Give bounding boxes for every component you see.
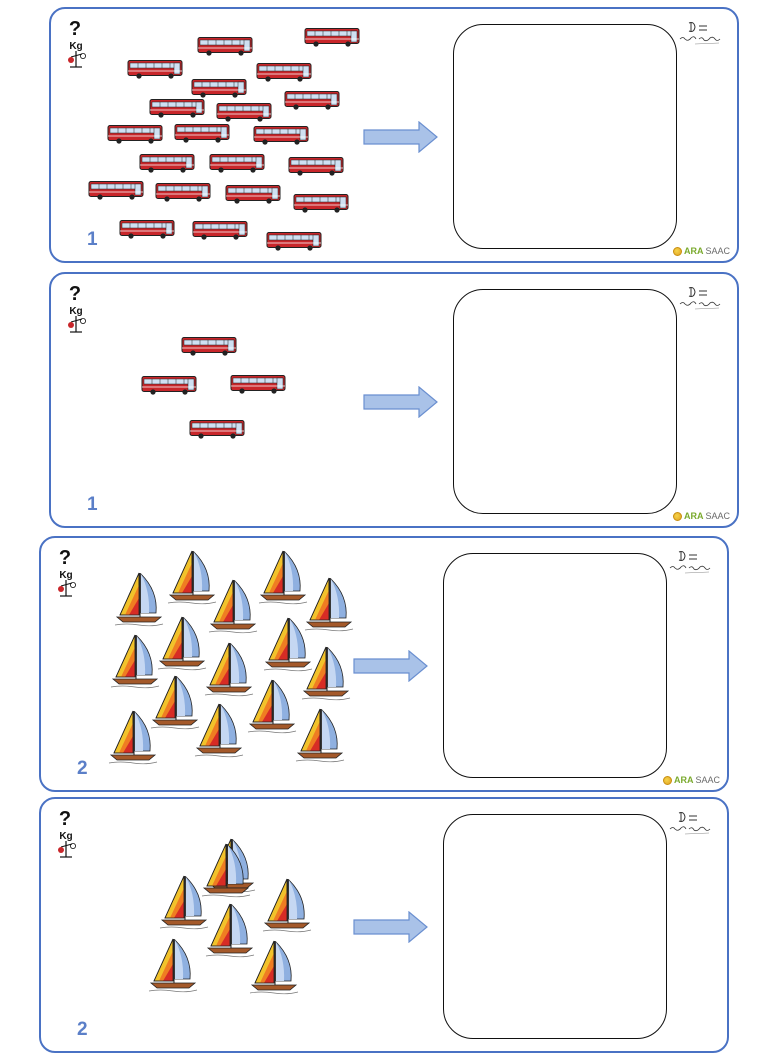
right-arrow-icon [363,121,438,153]
sailboat-icon [201,842,251,903]
signature-logo-icon [669,812,711,835]
bus-icon [155,182,211,207]
signature-logo-icon [679,22,721,45]
right-arrow-icon [353,650,428,682]
bus-icon [230,374,286,399]
bus-icon [192,220,248,245]
card-number: 1 [87,494,98,515]
bus-icon [225,184,281,209]
bus-icon [174,123,230,148]
answer-box[interactable] [443,553,667,778]
sailboat-icon [263,616,313,677]
sailboat-icon [206,837,256,898]
svg-text:?: ? [59,547,71,569]
card-number: 2 [77,1019,88,1040]
weight-question-icon: ? Kg [68,283,86,333]
sailboat-icon [157,615,207,676]
bus-icon [181,336,237,361]
bus-icon [288,156,344,181]
sailboat-icon [247,678,297,739]
sailboat-icon [108,709,158,770]
bus-icon [88,180,144,205]
right-arrow-icon [353,911,428,943]
sailboat-icon [301,645,351,706]
svg-text:Kg: Kg [69,41,82,52]
weight-question-icon: ? Kg [68,18,86,68]
signature-logo-icon [679,287,721,310]
bus-icon [256,62,312,87]
sailboat-icon [159,874,209,935]
sailboat-icon [114,571,164,632]
signature-logo-icon [669,551,711,574]
bus-icon [127,59,183,84]
card-number: 1 [87,229,98,250]
bus-icon [191,78,247,103]
svg-text:?: ? [69,18,81,40]
svg-text:Kg: Kg [59,831,72,842]
sailboat-icon [249,939,299,1000]
bus-icon [216,102,272,127]
bus-icon [119,219,175,244]
sailboat-icon [150,674,200,735]
svg-text:?: ? [69,283,81,305]
card-number: 2 [77,758,88,779]
sailboat-icon [205,902,255,963]
bus-icon [107,124,163,149]
sailboat-icon [304,576,354,637]
answer-box[interactable] [453,289,677,514]
sailboat-icon [204,641,254,702]
svg-text:Kg: Kg [59,570,72,581]
answer-box[interactable] [453,24,677,249]
bus-icon [253,125,309,150]
exercise-card-4: ? Kg 2 [39,797,729,1053]
arasaac-icon [673,511,682,521]
svg-text:?: ? [59,808,71,830]
sailboat-icon [295,707,345,768]
arasaac-icon [663,775,672,785]
sailboat-icon [110,633,160,694]
bus-icon [304,27,360,52]
right-arrow-icon [363,386,438,418]
answer-box[interactable] [443,814,667,1039]
sailboat-icon [167,549,217,610]
bus-icon [197,36,253,61]
bus-icon [149,98,205,123]
weight-question-icon: ? Kg [58,547,76,597]
bus-icon [293,193,349,218]
sailboat-icon [258,549,308,610]
svg-text:Kg: Kg [69,306,82,317]
bus-icon [139,153,195,178]
bus-icon [266,231,322,256]
bus-icon [209,153,265,178]
arasaac-icon [673,246,682,256]
bus-icon [284,90,340,115]
sailboat-icon [208,578,258,639]
bus-icon [141,375,197,400]
bus-icon [189,419,245,444]
sailboat-icon [262,877,312,938]
sailboat-icon [194,702,244,763]
weight-question-icon: ? Kg [58,808,76,858]
sailboat-icon [148,937,198,998]
